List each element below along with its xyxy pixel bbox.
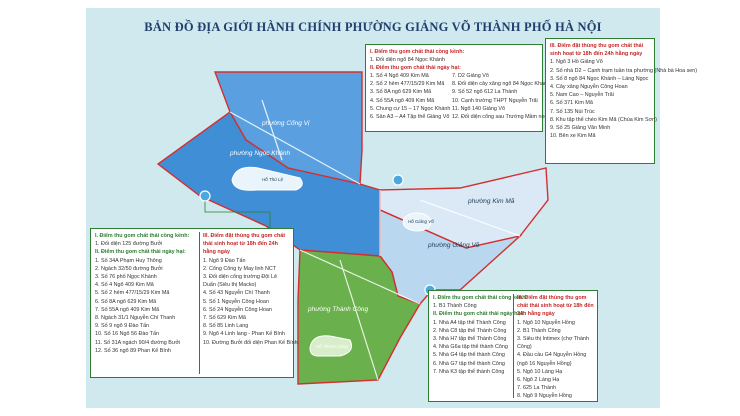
list-item: 8. Số 85 Linh Lang: [203, 323, 249, 330]
list-item: 12. Đối diện cổng sau Trường Mầm non Hoa…: [452, 114, 571, 121]
left-info-box: I. Điểm thu gom chất thải cồng kềnh: 1. …: [90, 228, 298, 378]
label-thanh-cong: phường Thành Công: [308, 306, 369, 313]
top-info-box: I. Điểm thu gom chất thải cồng kềnh: 1. …: [365, 44, 570, 132]
top-box-right-col: 7. D2 Giảng Võ 8. Đối diện cây xăng ngõ …: [452, 72, 570, 121]
list-item: 6. Số 24 Nguyễn Công Hoan: [203, 306, 272, 313]
label-cong-vi: phường Cống Vị: [262, 120, 310, 127]
list-item: 6. Nhà G7 tập thể thành Công: [433, 360, 505, 367]
connector-left: [204, 196, 271, 228]
list-item: 7. Số 629 Kim Mã: [203, 315, 246, 322]
list-item: 1. Ngõ 10 Nguyễn Hồng: [517, 319, 575, 326]
marker-top-icon[interactable]: [392, 174, 404, 186]
right-box-header: III. Điểm đặt thùng thu gom chất thải si…: [550, 43, 644, 58]
list-item: 4. Số 4 Ngõ 409 Kim Mã: [95, 282, 154, 289]
bottom-info-box: I. Điểm thu gom chất thải cồng kềnh: 1. …: [428, 290, 598, 402]
list-item: 1. Ngõ 9 Đào Tấn: [203, 257, 246, 264]
list-item: 3. Đối diện cổng trường Đội Lê Duẩn (Siê…: [203, 274, 277, 289]
list-item: 8. Ngõ 9 Nguyễn Hồng: [517, 393, 572, 400]
list-item: 1. Ngõ 3 Hồ Giảng Võ: [550, 59, 603, 66]
list-item: 1. Số 34A Phạm Huy Thông: [95, 257, 162, 264]
label-lake-thanh-cong: Hồ Thành Công: [316, 344, 348, 349]
list-item: 2. Ngách 32/50 đường Bưởi: [95, 265, 163, 272]
bottom-box-header-1: I. Điểm thu gom chất thải cồng kềnh:: [433, 295, 528, 301]
bottom-box-header-2: II. Điểm thu gom chất thải ngày hại:: [433, 311, 524, 318]
top-box-left-col: 1. Số 4 Ngõ 409 Kim Mã 2. Số 2 hẻm 477/1…: [370, 72, 450, 121]
list-item: 6. Sân A3 – A4 Tập thể Giảng Võ: [370, 114, 450, 121]
list-item: 11. Số 31A ngách 90/4 đường Bưởi: [95, 339, 181, 346]
list-item: 11. Ngõ 140 Giảng Võ: [452, 105, 505, 112]
lake-thanh-cong: [309, 335, 353, 357]
list-item: 5. Chung cư 15 – 17 Ngọc Khánh: [370, 105, 451, 112]
right-info-box: III. Điểm đặt thùng thu gom chất thải si…: [545, 38, 698, 164]
list-item: 4. Đầu cầu G4 Nguyễn Hồng (ngõ 16 Nguyễn…: [517, 352, 587, 367]
list-item: 10. Số 16 Ngõ 56 Đào Tấn: [95, 331, 160, 338]
left-box-header-1: I. Điểm thu gom chất thải cồng kềnh:: [95, 233, 190, 239]
list-item: 3. Số 8 ngõ 84 Ngọc Khánh – Láng Ngọc: [550, 75, 649, 82]
list-item: 3. Siêu thị Intimex (chợ Thành Công): [517, 336, 590, 351]
list-item: 12. Số 36 ngõ 89 Phan Kế Bính: [95, 347, 171, 354]
label-lake-giang-vo: Hồ Giảng Võ: [408, 219, 434, 224]
top-box-bulky-item: 1. Đối diện ngõ 84 Ngọc Khánh: [370, 57, 445, 64]
left-box-header-3: III. Điểm đặt thùng thu gom chất thải si…: [203, 233, 286, 256]
list-item: 7. Số 135 Núi Trúc: [550, 108, 595, 115]
lake-giang-vo: [402, 212, 432, 232]
lake-ngoc-khanh: [231, 166, 303, 191]
list-item: 9. Số 9 ngõ 9 Đào Tấn: [95, 323, 150, 330]
list-item: 9. Số 52 ngõ 612 La Thành: [452, 89, 518, 96]
top-box-header-2: II. Điểm thu gom chất thải ngày hại:: [370, 65, 461, 72]
left-box-header-2: II. Điểm thu gom chất thải ngày hại:: [95, 249, 186, 256]
list-item: 7. D2 Giảng Võ: [452, 73, 489, 79]
list-item: 5. Ngõ 10 Láng Hạ: [517, 368, 563, 375]
list-item: 8. Khu tập thể chéo Kim Mã (Chùa Kim Sơn…: [550, 116, 657, 123]
list-item: 2. Số 2 hẻm 477/15/29 Kim Mã: [370, 81, 445, 88]
bottom-box-header-3: III. Điểm đặt thùng thu gom chất thải si…: [517, 295, 594, 318]
label-lake-ngoc-khanh: Hồ Thủ Lệ: [262, 177, 284, 182]
list-item: 5. Số 2 hẻm 477/15/29 Kim Mã: [95, 290, 170, 297]
list-item: 10. Đường Bưởi đối diện Phan Kế Bính: [203, 339, 298, 346]
left-box-col-1: I. Điểm thu gom chất thải cồng kềnh: 1. …: [95, 232, 199, 355]
list-item: 5. Nhà G4 tập thể thành Công: [433, 352, 505, 359]
list-item: 10. Cạnh trường THPT Nguyễn Trãi: [452, 97, 538, 104]
bottom-box-bulky-item: 1. B1 Thành Công: [433, 303, 477, 310]
list-item: 2. Nhà C8 tập thể Thành Công: [433, 327, 507, 334]
list-item: 6. Số 371 Kim Mã: [550, 100, 593, 107]
list-item: 7. Nhà K3 tập thể thành Công: [433, 368, 505, 375]
list-item: 5. Nam Cao – Nguyễn Trãi: [550, 92, 614, 99]
bottom-box-divider: [513, 294, 514, 398]
bottom-box-col-1: I. Điểm thu gom chất thải cồng kềnh: 1. …: [433, 294, 528, 376]
list-item: 2. B1 Thành Công: [517, 327, 561, 334]
list-item: 10. Bên xe Kim Mã: [550, 133, 596, 140]
list-item: 4. Nhà G6a tập thể thành Công: [433, 344, 508, 351]
list-item: 3. Số 8A ngõ 629 Kim Mã: [370, 89, 432, 96]
list-item: 9. Số 25 Giảng Văn Minh: [550, 125, 611, 132]
list-item: 1. Số 4 Ngõ 409 Kim Mã: [370, 73, 429, 79]
list-item: 8. Ngách 31/1 Nguyễn Chí Thanh: [95, 315, 176, 322]
left-box-divider: [199, 232, 200, 374]
list-item: 2. Số nhà D2 – Cạnh trạm tuần tra phường…: [550, 67, 698, 74]
list-item: 6. Số 8A ngõ 629 Kim Mã: [95, 298, 157, 305]
top-box-header-1: I. Điểm thu gom chất thải cồng kềnh:: [370, 49, 465, 55]
list-item: 7. Số 55A ngõ 409 Kim Mã: [95, 306, 160, 313]
list-item: 4. Số 43 Nguyễn Chí Thanh: [203, 290, 270, 297]
left-box-col-2: III. Điểm đặt thùng thu gom chất thải si…: [203, 232, 298, 347]
list-item: 7. 625 La Thành: [517, 385, 557, 392]
list-item: 3. Số 76 phố Ngọc Khánh: [95, 274, 157, 281]
list-item: 4. Cây xăng Nguyễn Công Hoan: [550, 84, 628, 91]
bottom-box-col-2: III. Điểm đặt thùng thu gom chất thải si…: [517, 294, 595, 401]
list-item: 2. Cổng Công ty May linh NCT: [203, 265, 277, 272]
map-title: BẢN ĐỒ ĐỊA GIỚI HÀNH CHÍNH PHƯỜNG GIẢNG …: [144, 20, 602, 34]
marker-left-icon[interactable]: [199, 190, 211, 202]
list-item: 1. Nhà A4 tập thể Thành Công: [433, 319, 506, 326]
list-item: 6. Ngõ 2 Láng Hạ: [517, 377, 560, 384]
label-giang-vo: phường Giảng Võ: [428, 242, 480, 249]
list-item: 5. Số 1 Nguyễn Công Hoan: [203, 298, 269, 305]
label-kim-ma: phường Kim Mã: [468, 198, 515, 205]
list-item: 3. Nhà H7 tập thể Thành Công: [433, 336, 507, 343]
left-box-bulky-item: 1. Đối diện 125 đường Bưởi: [95, 241, 163, 248]
list-item: 4. Số 55A ngõ 409 Kim Mã: [370, 97, 435, 104]
list-item: 9. Ngõ 4 Linh lang - Phan Kế Bính: [203, 331, 285, 338]
list-item: 8. Đối diện cây xăng ngõ 84 Ngọc Khánh: [452, 81, 550, 88]
label-ngoc-khanh: phường Ngọc Khánh: [230, 150, 291, 157]
